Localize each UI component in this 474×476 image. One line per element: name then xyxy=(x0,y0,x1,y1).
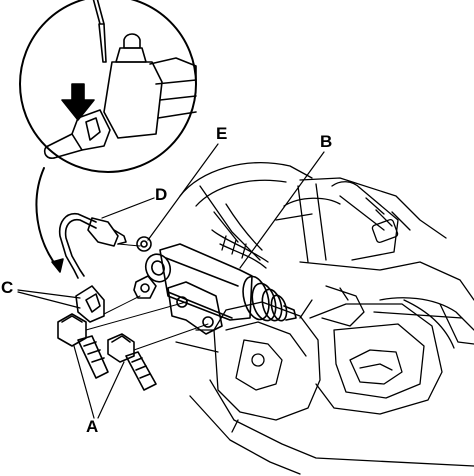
callout-label-e: E xyxy=(216,124,228,143)
callout-label-c: C xyxy=(1,278,14,297)
mounting-bolt-lower xyxy=(107,333,157,391)
callout-label-b: B xyxy=(320,132,333,151)
leader-a-upper xyxy=(73,345,95,419)
alignment-lines xyxy=(85,243,209,351)
sealing-washer xyxy=(136,236,152,252)
screwdriver xyxy=(92,0,107,63)
leader-e xyxy=(147,143,219,241)
clutch-line xyxy=(58,212,127,279)
leader-c-upper xyxy=(17,289,81,299)
leader-c-lower xyxy=(17,291,81,309)
inset-leader-arrow-icon xyxy=(51,258,64,273)
push-arrow-icon xyxy=(61,83,95,121)
callout-label-a: A xyxy=(86,417,99,436)
bleeder-fitting xyxy=(43,33,197,159)
leader-b xyxy=(239,151,325,269)
line-bracket xyxy=(75,285,105,323)
inset-leader xyxy=(35,167,59,269)
slave-cylinder xyxy=(133,243,297,335)
callout-leaders xyxy=(17,143,325,419)
leader-d xyxy=(101,197,155,219)
transmission-housing xyxy=(175,162,474,475)
mounting-bolt-upper xyxy=(57,313,109,379)
callout-label-d: D xyxy=(155,185,168,204)
detail-inset xyxy=(19,0,197,173)
leader-a-lower xyxy=(97,361,125,419)
